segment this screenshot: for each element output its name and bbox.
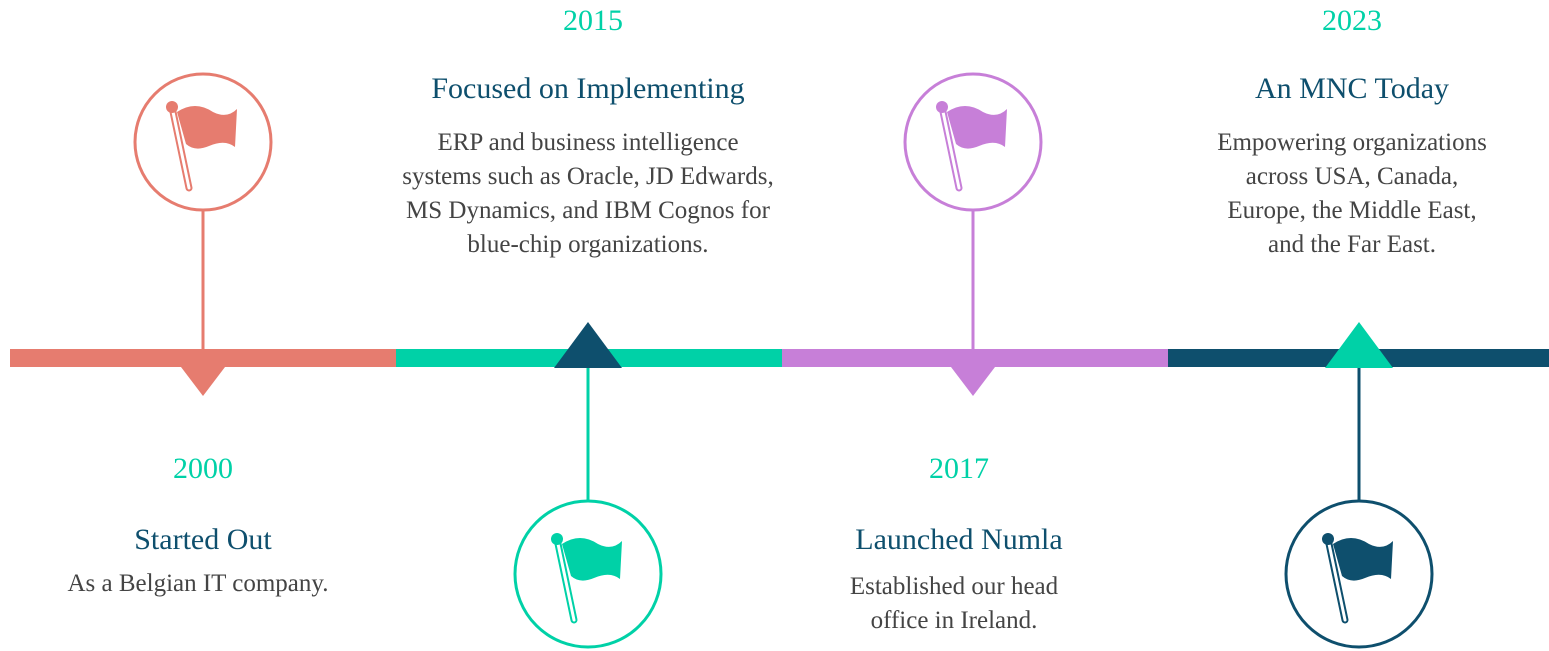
flag-icon	[1322, 533, 1393, 624]
milestone-description-2023: Empowering organizations across USA, Can…	[1217, 129, 1487, 258]
milestone-year-2017: 2017	[929, 452, 989, 485]
milestone-year-2015: 2015	[563, 4, 623, 37]
timeline-segment-2017	[782, 349, 1168, 367]
milestone-description-2000: As a Belgian IT company.	[67, 570, 329, 597]
milestone-title-2017: Launched Numla	[855, 523, 1063, 556]
flag-icon	[936, 101, 1007, 192]
flag-icon	[551, 533, 622, 624]
milestone-title-2023: An MNC Today	[1254, 72, 1450, 105]
milestone-title-2000: Started Out	[134, 523, 272, 556]
milestone-description-2017: Established our head office in Ireland.	[849, 573, 1059, 634]
milestone-year-2000: 2000	[173, 452, 233, 485]
pointer-triangle-2000	[181, 367, 225, 396]
flag-icon	[166, 101, 237, 192]
pointer-triangle-2017	[951, 367, 995, 396]
milestone-description-2015: ERP and business intelligence systems su…	[402, 129, 774, 258]
pointer-triangle-2023	[1325, 322, 1393, 368]
timeline-segment-2000	[10, 349, 396, 367]
pointer-triangle-2015	[554, 322, 622, 368]
milestone-title-2015: Focused on Implementing	[431, 72, 745, 105]
milestone-year-2023: 2023	[1322, 4, 1382, 37]
